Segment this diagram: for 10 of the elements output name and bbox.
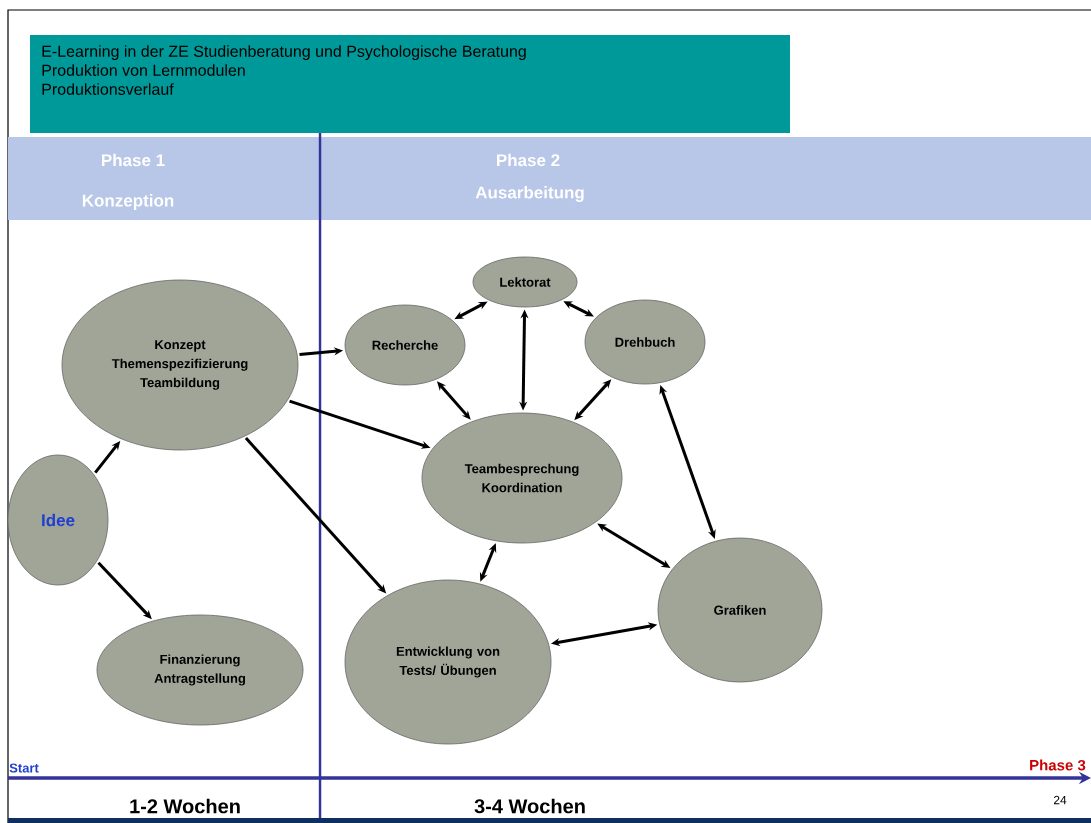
start-label: Start bbox=[9, 763, 39, 773]
duration-label: 3-4 Wochen bbox=[474, 798, 585, 814]
title-box: E-Learning in der ZE Studienberatung und Psychologische Beratung Produktion von Lernmodulen Produktionsverlauf bbox=[30, 35, 790, 133]
phase-label: Phase 1 bbox=[102, 153, 165, 167]
phase-label: Ausarbeitung bbox=[475, 186, 584, 202]
phase-label: Phase 3 bbox=[1030, 759, 1086, 771]
page-number: 24 bbox=[1053, 795, 1067, 805]
duration-label: 1-2 Wochen bbox=[130, 798, 240, 814]
phase-label: Phase 2 bbox=[497, 153, 560, 167]
phase-label: Konzeption bbox=[82, 194, 174, 210]
